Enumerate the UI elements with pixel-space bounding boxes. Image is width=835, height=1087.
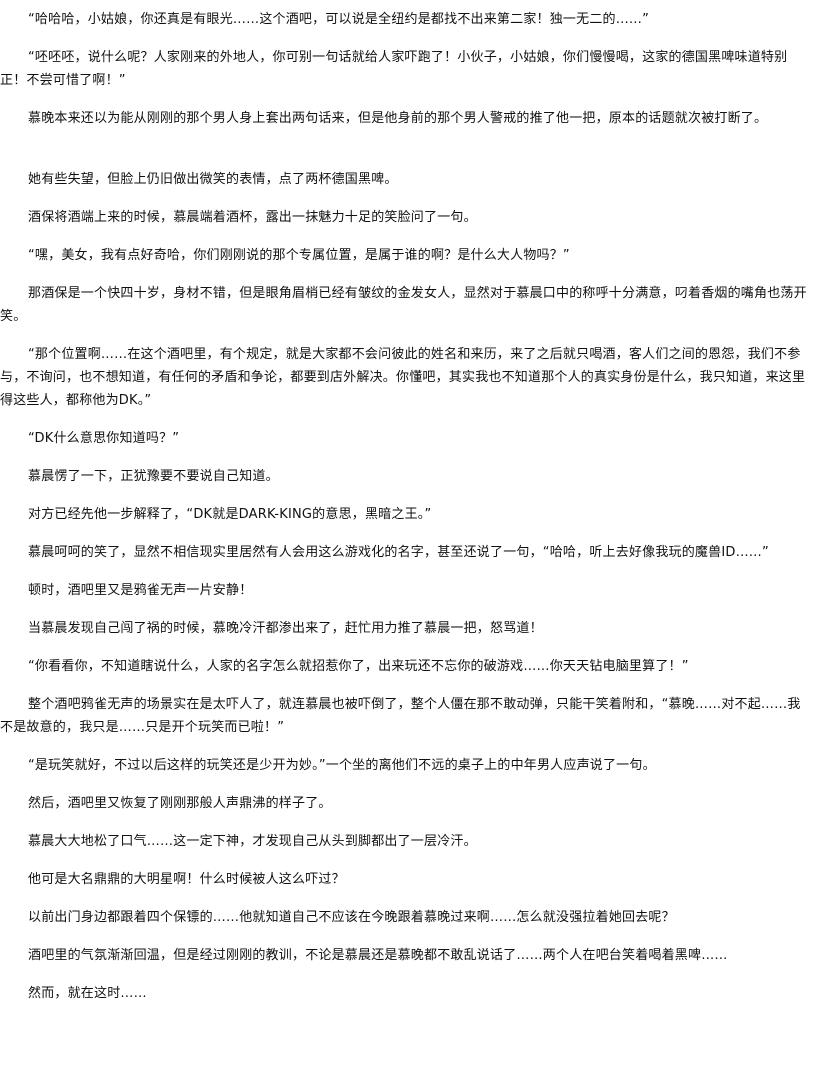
paragraph: “是玩笑就好，不过以后这样的玩笑还是少开为妙。”一个坐的离他们不远的桌子上的中年… [28, 758, 656, 773]
paragraph: 慕晨愣了一下，正犹豫要不要说自己知道。 [28, 469, 279, 484]
paragraph: 酒保将酒端上来的时候，慕晨端着酒杯，露出一抹魅力十足的笑脸问了一句。 [28, 210, 477, 225]
paragraph: “呸呸呸，说什么呢？人家刚来的外地人，你可别一句话就给人家吓跑了！小伙子，小姑娘… [0, 50, 788, 88]
paragraph: 酒吧里的气氛渐渐回温，但是经过刚刚的教训，不论是慕晨还是慕晚都不敢乱说话了……两… [28, 948, 728, 963]
paragraph: 慕晨大大地松了口气……这一定下神，才发现自己从头到脚都出了一层冷汗。 [28, 834, 477, 849]
paragraph: 顿时，酒吧里又是鸦雀无声一片安静！ [28, 583, 253, 598]
paragraph: “DK什么意思你知道吗？” [28, 431, 180, 446]
paragraph: 慕晚本来还以为能从刚刚的那个男人身上套出两句话来，但是他身前的那个男人警戒的推了… [28, 111, 768, 126]
paragraph: 当慕晨发现自己闯了祸的时候，慕晚冷汗都渗出来了，赶忙用力推了慕晨一把，怒骂道！ [28, 621, 543, 636]
paragraph: “嘿，美女，我有点好奇哈，你们刚刚说的那个专属位置，是属于谁的啊？是什么大人物吗… [28, 248, 570, 263]
paragraph: 对方已经先他一步解释了，“DK就是DARK-KING的意思，黑暗之王。” [28, 507, 432, 522]
paragraph: 她有些失望，但脸上仍旧做出微笑的表情，点了两杯德国黑啤。 [28, 172, 398, 187]
paragraph: 然后，酒吧里又恢复了刚刚那般人声鼎沸的样子了。 [28, 796, 332, 811]
paragraph: 那酒保是一个快四十岁，身材不错，但是眼角眉梢已经有皱纹的金发女人，显然对于慕晨口… [0, 286, 807, 324]
paragraph: 他可是大名鼎鼎的大明星啊！什么时候被人这么吓过？ [28, 872, 345, 887]
paragraph: 以前出门身边都跟着四个保镖的……他就知道自己不应该在今晚跟着慕晚过来啊……怎么就… [28, 910, 675, 925]
paragraph: “哈哈哈，小姑娘，你还真是有眼光……这个酒吧，可以说是全纽约是都找不出来第二家！… [28, 12, 650, 27]
paragraph: “那个位置啊……在这个酒吧里，有个规定，就是大家都不会问彼此的姓名和来历，来了之… [0, 347, 806, 408]
paragraph: 然而，就在这时…… [28, 986, 147, 1001]
paragraph: 整个酒吧鸦雀无声的场景实在是太吓人了，就连慕晨也被吓倒了，整个人僵在那不敢动弹，… [0, 697, 801, 735]
paragraph: 慕晨呵呵的笑了，显然不相信现实里居然有人会用这么游戏化的名字，甚至还说了一句，“… [28, 545, 769, 560]
paragraph: “你看看你，不知道瞎说什么，人家的名字怎么就招惹你了，出来玩还不忘你的破游戏……… [28, 659, 689, 674]
